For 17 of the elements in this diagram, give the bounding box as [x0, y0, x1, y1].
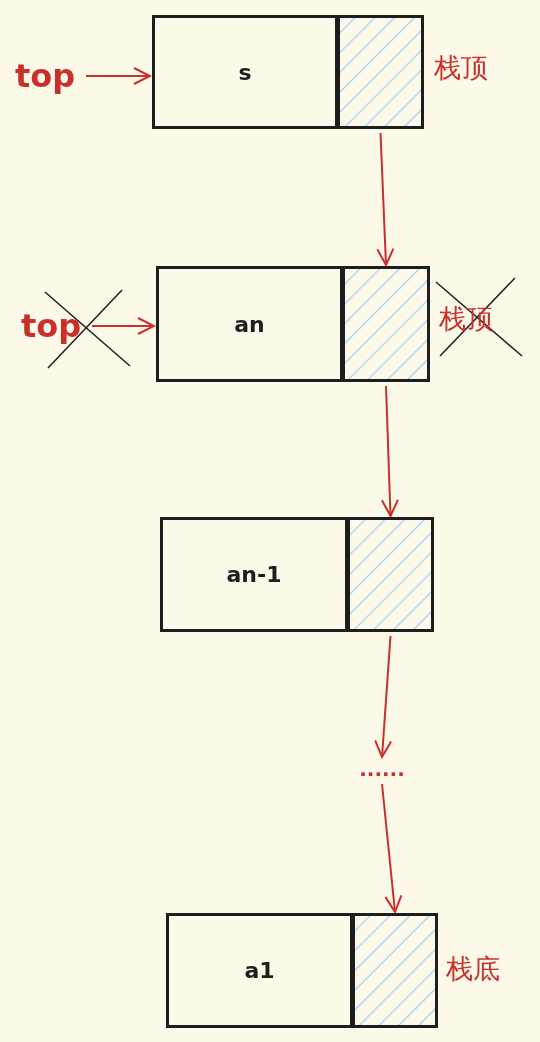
arrow: [85, 67, 151, 85]
hatched-box: [342, 266, 430, 382]
data-box: a1: [166, 913, 353, 1028]
data-box: s: [152, 15, 338, 129]
arrow: [91, 317, 155, 335]
pointer-label: top: [18, 308, 84, 344]
data-box: an: [156, 266, 343, 382]
data-box: an-1: [160, 517, 348, 632]
arrow: [374, 635, 393, 758]
hatched-box: [347, 517, 434, 632]
arrow: [380, 385, 399, 517]
pointer-label: top: [12, 58, 78, 94]
hatched-box: [352, 913, 438, 1028]
ellipsis-text: ......: [355, 758, 409, 780]
hatched-box: [337, 15, 424, 129]
arrow: [376, 132, 395, 266]
arrow: [381, 783, 403, 913]
